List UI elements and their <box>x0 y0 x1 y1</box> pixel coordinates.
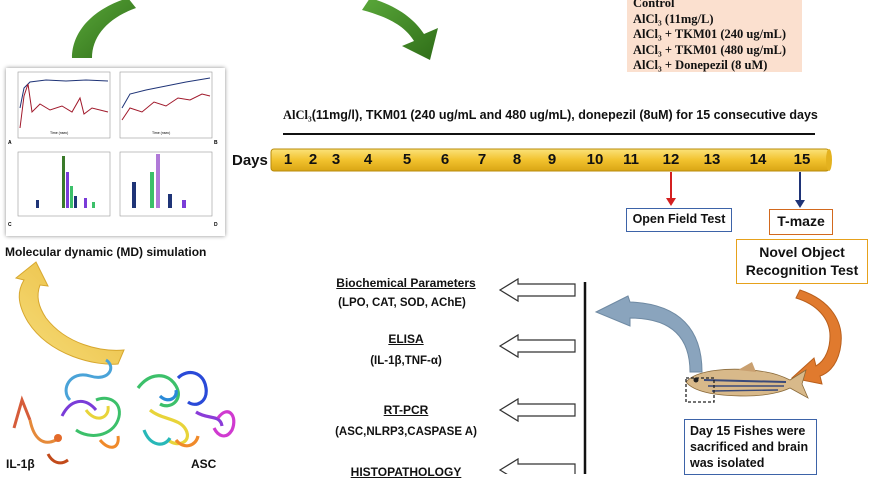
md-axis-time-b: Time (nsec) <box>152 131 170 135</box>
legend-item-donepezil: AlCl₃ + Donepezil (8 uM) <box>633 58 768 72</box>
asc-label: ASC <box>191 457 217 471</box>
brain-selection-box <box>685 377 715 403</box>
timeline-day-10: 10 <box>586 151 604 168</box>
analysis-histopathology-title: HISTOPATHOLOGY <box>350 465 462 479</box>
nort-line-2: Recognition Test <box>745 262 859 278</box>
block-arrow-biochemical <box>498 277 576 303</box>
analysis-elisa-sub: (IL-1β,TNF-α) <box>370 355 442 367</box>
novel-object-recognition-box: Novel Object Recognition Test <box>736 239 868 284</box>
asc-protein <box>136 370 236 448</box>
md-panel-a-series-2 <box>19 83 109 129</box>
open-field-test-box: Open Field Test <box>626 208 732 232</box>
yellow-curved-arrow <box>14 261 125 365</box>
md-panel-letter-c: C <box>8 222 12 228</box>
green-curved-arrow-right <box>362 0 438 60</box>
green-curved-arrow-left <box>72 0 136 58</box>
md-panel-b-series-2 <box>121 93 211 121</box>
analysis-biochemical-title: Biochemical Parameters <box>336 276 476 290</box>
timeline-day-1: 1 <box>283 151 293 168</box>
legend-item-control: Control <box>633 0 675 10</box>
md-panel-a-series-1 <box>19 79 109 109</box>
il1b-label: IL-1β <box>6 457 35 471</box>
legend-item-tkm01-480: AlCl₃ + TKM01 (480 ug/mL) <box>633 42 787 57</box>
legend-item-tkm01-240: AlCl₃ + TKM01 (240 ug/mL) <box>633 27 787 41</box>
timeline-day-15: 15 <box>793 151 811 168</box>
treatment-text: (11mg/l), TKM01 (240 ug/mL and 480 ug/mL… <box>311 108 818 122</box>
md-simulation-charts: A Time (nsec) B Time (nsec) C D <box>8 71 218 228</box>
timeline-day-13: 13 <box>703 151 721 168</box>
timeline-day-14: 14 <box>749 151 767 168</box>
timeline-day-6: 6 <box>440 151 450 168</box>
block-arrow-elisa <box>498 333 576 359</box>
analysis-rtpcr-sub: (ASC,NLRP3,CASPASE A) <box>335 426 477 438</box>
treatment-description: AlCl₃(11mg/l), TKM01 (240 ug/mL and 480 … <box>283 108 818 123</box>
t-maze-box: T-maze <box>769 209 833 235</box>
timeline-days-label: Days <box>232 152 268 169</box>
md-panel-letter-b: B <box>214 140 218 146</box>
sacrifice-line-1: Day 15 Fishes were <box>690 424 806 438</box>
treatment-alcl3: AlCl₃ <box>283 108 312 122</box>
timeline-day-11: 11 <box>623 151 639 168</box>
timeline-day-12: 12 <box>662 151 680 168</box>
analysis-biochemical-sub: (LPO, CAT, SOD, AChE) <box>338 297 466 309</box>
analysis-rtpcr-title: RT-PCR <box>383 403 429 417</box>
block-arrow-rtpcr <box>498 397 576 423</box>
nort-line-1: Novel Object <box>759 244 845 260</box>
sacrifice-line-3: was isolated <box>690 456 765 470</box>
timeline-day-4: 4 <box>363 151 373 168</box>
timeline-day-5: 5 <box>402 151 412 168</box>
md-panel-c-bars <box>36 156 95 208</box>
analysis-elisa-title: ELISA <box>388 332 424 346</box>
md-panel-letter-a: A <box>8 140 12 146</box>
il1b-protein <box>12 358 121 465</box>
legend-item-alcl3: AlCl₃ (11mg/L) <box>633 11 714 26</box>
timeline-day-8: 8 <box>512 151 522 168</box>
blue-gray-curved-arrow <box>594 295 703 373</box>
treatment-groups-legend: Control AlCl₃ (11mg/L) AlCl₃ + TKM01 (24… <box>627 0 802 72</box>
sacrifice-line-2: sacrificed and brain <box>690 440 809 454</box>
md-panel-d-bars <box>132 154 186 208</box>
md-axis-time-a: Time (nsec) <box>50 131 68 135</box>
day15-sacrifice-box: Day 15 Fishes were sacrificed and brain … <box>684 419 817 475</box>
timeline-day-9: 9 <box>547 151 557 168</box>
timeline-day-7: 7 <box>477 151 487 168</box>
timeline-day-3: 3 <box>331 151 341 168</box>
zebrafish <box>685 362 809 399</box>
md-panel-b-series-1 <box>121 77 211 109</box>
orange-curved-arrow <box>790 289 842 385</box>
block-arrow-histo <box>498 457 576 474</box>
md-simulation-panel: A Time (nsec) B Time (nsec) C D <box>6 68 225 236</box>
md-panel-letter-d: D <box>214 222 218 228</box>
timeline-day-2: 2 <box>308 151 318 168</box>
md-simulation-label: Molecular dynamic (MD) simulation <box>5 245 207 259</box>
